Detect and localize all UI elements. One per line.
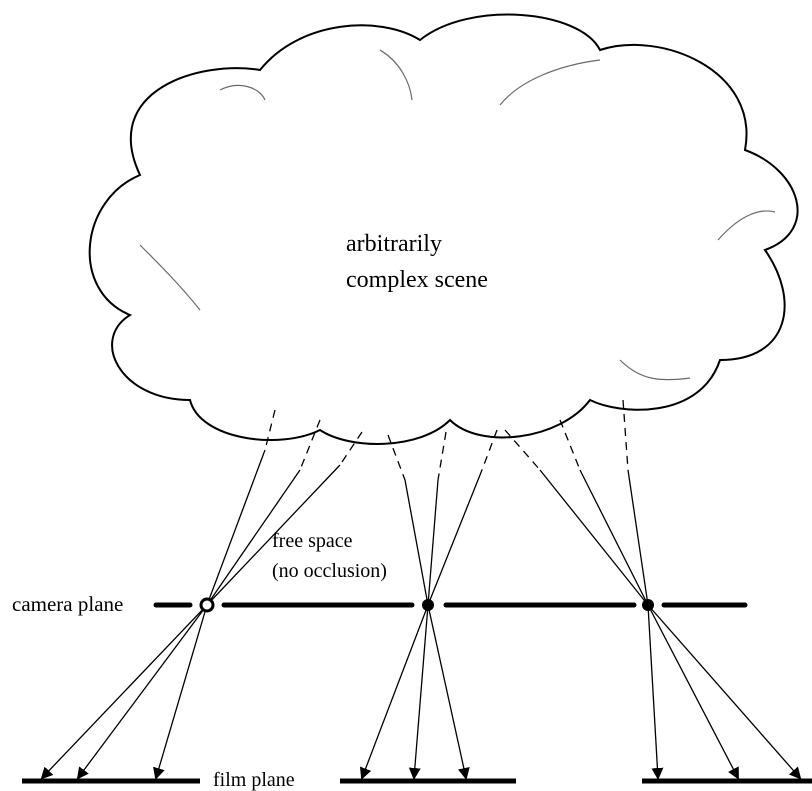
scene-label-line1: arbitrarily (346, 231, 442, 257)
free-space-label-line2: (no occlusion) (272, 560, 387, 582)
camera-point-3 (642, 599, 654, 611)
cloud-contour-1 (219, 85, 266, 101)
scene-label-line2: complex scene (346, 267, 488, 293)
solid-rays (206, 449, 649, 606)
camera-point-1 (199, 597, 215, 613)
free-space-label-line1: free space (272, 530, 353, 552)
film-plane-label: film plane (213, 769, 295, 791)
camera-point-2 (422, 599, 434, 611)
camera-plane-label: camera plane (12, 592, 123, 616)
scene-cloud (88, 13, 799, 445)
dashed-rays (264, 399, 629, 481)
cloud-contour-4 (139, 244, 201, 311)
cloud-contour-6 (619, 359, 691, 381)
cloud-contour-2 (379, 49, 413, 101)
cloud-contour-3 (499, 59, 601, 106)
cloud-contour-5 (717, 210, 776, 241)
film-rays (40, 604, 802, 780)
